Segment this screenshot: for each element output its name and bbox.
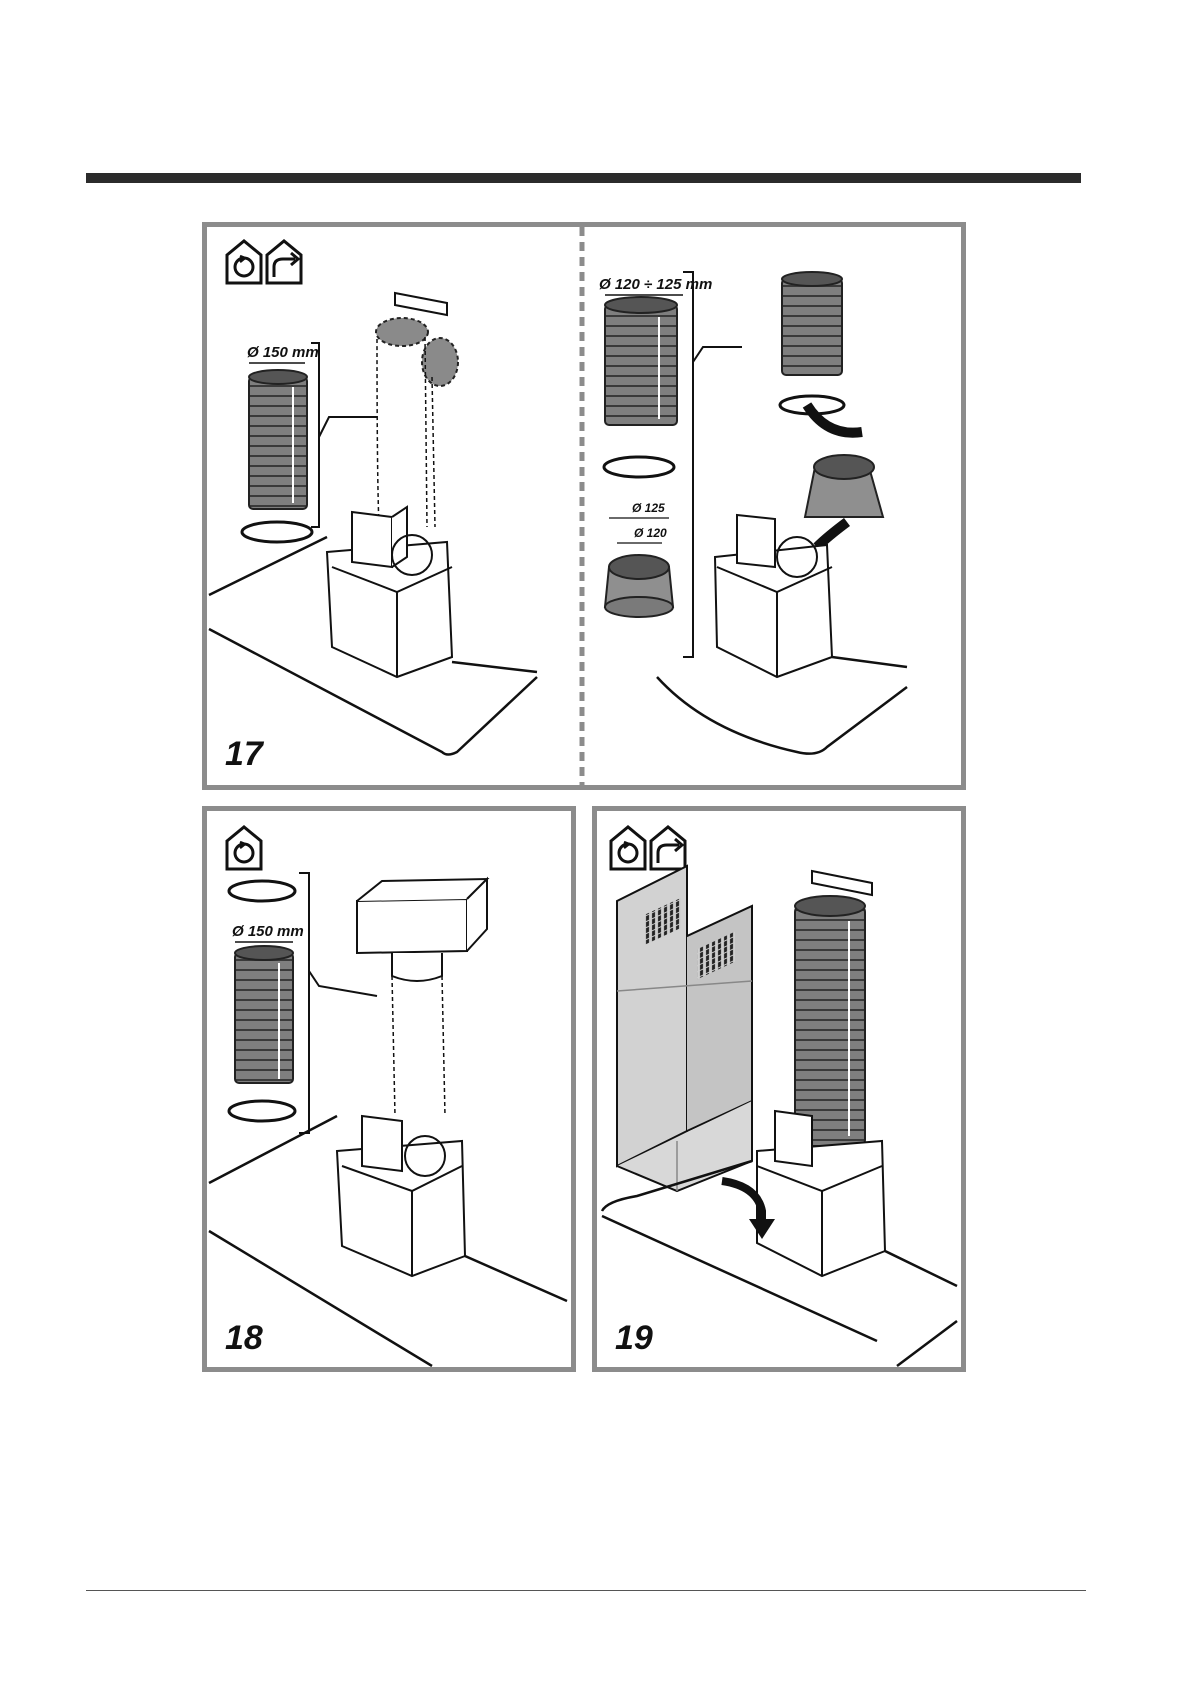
header-rule [86,173,1081,183]
recirculation-icon [227,827,261,869]
ducted-exhaust-icon [267,241,301,283]
figure-17-illustration: Ø 150 mm Ø 120 ÷ 125 mm Ø 125 Ø 120 [207,227,961,785]
footer-rule [86,1590,1086,1591]
figure-18-panel: Ø 150 mm 18 [202,806,576,1372]
adapter-outer-diameter: Ø 125 [632,501,665,515]
adapter-inner-diameter: Ø 120 [634,526,667,540]
figure-number: 18 [225,1319,263,1358]
duct-diameter-label: Ø 150 mm [232,923,304,940]
figure-number: 17 [225,735,263,774]
figure-18-illustration: Ø 150 mm [207,811,571,1367]
duct-diameter-label: Ø 150 mm [247,344,319,361]
recirculation-icon [227,241,261,283]
figure-19-panel: 19 [592,806,966,1372]
figure-number: 19 [615,1319,653,1358]
recirculation-icon [611,827,645,869]
figure-19-illustration [597,811,961,1367]
figure-17-panel: Ø 150 mm Ø 120 ÷ 125 mm Ø 125 Ø 120 [202,222,966,790]
duct-diameter-range-label: Ø 120 ÷ 125 mm [599,276,712,293]
ducted-exhaust-icon [651,827,685,869]
